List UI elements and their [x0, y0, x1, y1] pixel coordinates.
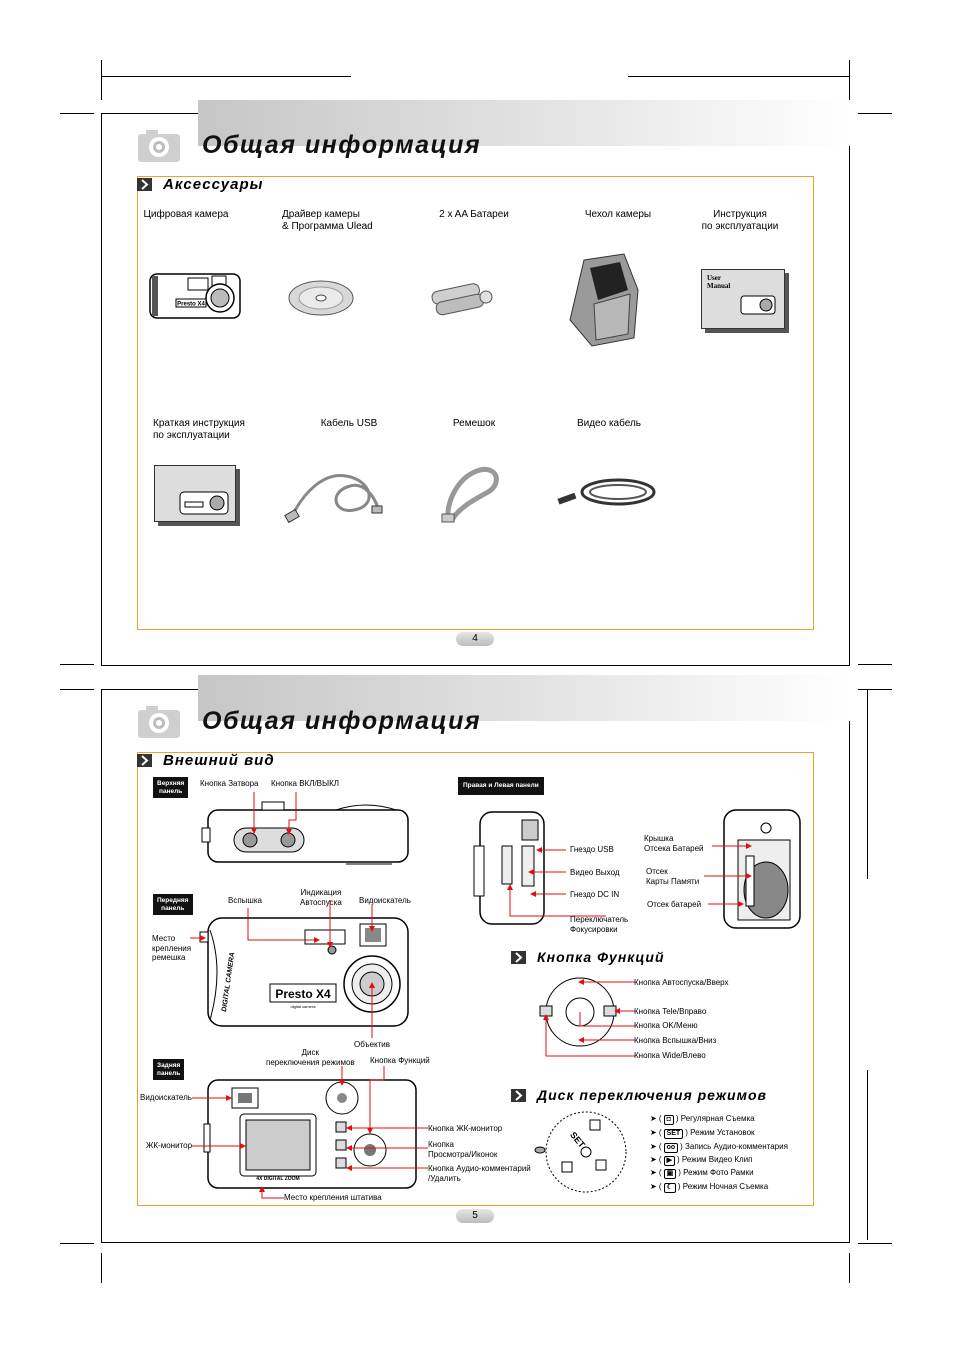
video-cable-icon — [557, 478, 656, 506]
appearance-box — [137, 752, 814, 1206]
camera-back-view: 4X DIGITAL ZOOM — [192, 1066, 428, 1199]
strap-icon — [441, 466, 499, 523]
header-band — [198, 100, 850, 146]
back-panel-tag: Задняя панель — [153, 1059, 185, 1080]
zoom-text: 4X DIGITAL ZOOM — [256, 1176, 299, 1182]
accessory-label: 2 x AA Батареи — [439, 209, 509, 220]
shutter-button-label: Кнопка Затвора — [200, 779, 259, 788]
battery-cover-label: Крышка Отсека Батарей — [644, 834, 704, 853]
focus-switch-label: Переключатель Фокусировки — [570, 915, 629, 934]
func-button-item: Кнопка Вспышка/Вниз — [634, 1036, 717, 1045]
card-slot-label: Отсек Карты Памяти — [646, 867, 700, 886]
mode-item-audio: ➤ (oo) Запись Аудио-комментария — [650, 1142, 788, 1153]
camera-front-view: DIGITAL CAMERA Presto X4 digital camera — [190, 900, 409, 1038]
side-panels-tag: Правая и Левая панели — [458, 777, 544, 795]
back-viewfinder-label: Видоискатель — [140, 1093, 192, 1102]
section-arrow-icon — [137, 754, 152, 767]
accessory-label: Инструкция по эксплуатации — [701, 209, 779, 232]
page-title: Общая информация — [202, 707, 482, 735]
camera-icon: ◘ — [663, 1115, 674, 1125]
frame-icon: ▣ — [663, 1169, 677, 1179]
accessories-box — [137, 176, 814, 630]
lens-label: Объектив — [354, 1040, 390, 1049]
batteries-icon — [431, 283, 493, 316]
viewfinder-label: Видоискатель — [359, 896, 411, 905]
mode-item-frame: ➤ (▣) Режим Фото Рамки — [650, 1168, 754, 1179]
lcd-label: ЖК-монитор — [146, 1141, 193, 1150]
mode-dial-diagram: SET — [534, 1111, 627, 1193]
camera-header-icon — [138, 706, 180, 738]
night-icon: ☾ — [663, 1183, 676, 1193]
digital-camera-icon: Presto X4 — [149, 273, 241, 319]
mode-item-setup: ➤ (SET) Режим Установок — [650, 1128, 755, 1139]
section-arrow-icon — [511, 951, 526, 964]
audio-button-label: Кнопка Аудио-комментарий /Удалить — [428, 1164, 531, 1183]
lcd-button-label: Кнопка ЖК-монитор — [428, 1124, 503, 1133]
mode-item-regular: ➤ (◘) Регулярная Съемка — [650, 1114, 755, 1125]
function-button-diagram — [539, 977, 635, 1057]
brand-sub-text: digital camera — [291, 1004, 317, 1009]
function-button-label: Кнопка Функций — [370, 1056, 430, 1065]
accessory-label: Цифровая камера — [143, 209, 229, 220]
brand-text: Presto X4 — [275, 987, 331, 1001]
audio-tape-icon: oo — [663, 1143, 679, 1153]
manual-cover-text: User Manual — [707, 274, 731, 290]
dc-in-label: Гнездо DC IN — [570, 890, 620, 899]
function-buttons-title: Кнопка Функций — [537, 949, 665, 965]
usb-cable-icon — [284, 474, 383, 524]
tripod-label: Место крепления штатива — [284, 1193, 382, 1202]
user-manual-icon: User Manual — [701, 269, 785, 329]
top-panel-tag: Верхняя панель — [153, 777, 189, 798]
page-number: 5 — [456, 1209, 494, 1223]
mode-dial-label: Диск переключения режимов — [266, 1048, 355, 1067]
flash-label: Вспышка — [228, 896, 262, 905]
camera-brand-text: Presto X4 — [177, 302, 205, 308]
accessory-label: Ремешок — [452, 418, 496, 429]
header-band — [198, 675, 850, 721]
accessory-label: Видео кабель — [576, 418, 642, 429]
camera-case-icon — [569, 253, 639, 347]
camera-header-icon — [138, 130, 180, 162]
usb-port-label: Гнездо USB — [570, 845, 614, 854]
section-title: Аксессуары — [163, 176, 264, 193]
mode-item-video: ➤ (▶) Режим Видео Клип — [650, 1155, 753, 1166]
camera-top-view — [201, 792, 409, 865]
func-button-item: Кнопка OK/Меню — [634, 1021, 698, 1030]
power-button-label: Кнопка ВКЛ/ВЫКЛ — [271, 779, 340, 788]
func-button-item: Кнопка Wide/Влево — [634, 1051, 706, 1060]
camera-side-views — [473, 809, 801, 929]
strap-mount-label: Место крепления ремешка — [152, 934, 192, 962]
video-clip-icon: ▶ — [663, 1156, 675, 1166]
video-out-label: Видео Выход — [570, 868, 620, 877]
func-button-item: Кнопка Автоспуска/Вверх — [634, 978, 729, 987]
accessory-label: Чехол камеры — [584, 209, 652, 220]
accessory-label: Кабель USB — [320, 418, 378, 429]
mode-item-night: ➤ (☾) Режим Ночная Съемка — [650, 1182, 769, 1193]
battery-compartment-label: Отсек батарей — [647, 900, 702, 909]
set-icon: SET — [663, 1129, 684, 1139]
quick-guide-icon — [154, 465, 236, 522]
self-timer-label: Индикация Автоспуска — [300, 888, 342, 907]
page-number: 4 — [456, 632, 494, 646]
accessory-label: Краткая инструкция по эксплуатации — [153, 418, 245, 441]
accessory-label: Драйвер камеры & Программа Ulead — [282, 209, 373, 232]
playback-button-label: Кнопка Просмотра/Иконок — [428, 1140, 498, 1159]
page-title: Общая информация — [202, 131, 482, 159]
section-title: Внешний вид — [163, 752, 275, 769]
section-arrow-icon — [511, 1089, 526, 1102]
section-arrow-icon — [137, 178, 152, 191]
mode-dial-title: Диск переключения режимов — [537, 1087, 767, 1103]
cd-disc-icon — [288, 280, 354, 316]
func-button-item: Кнопка Tele/Вправо — [634, 1007, 707, 1016]
front-panel-tag: Передняя панель — [153, 894, 193, 915]
